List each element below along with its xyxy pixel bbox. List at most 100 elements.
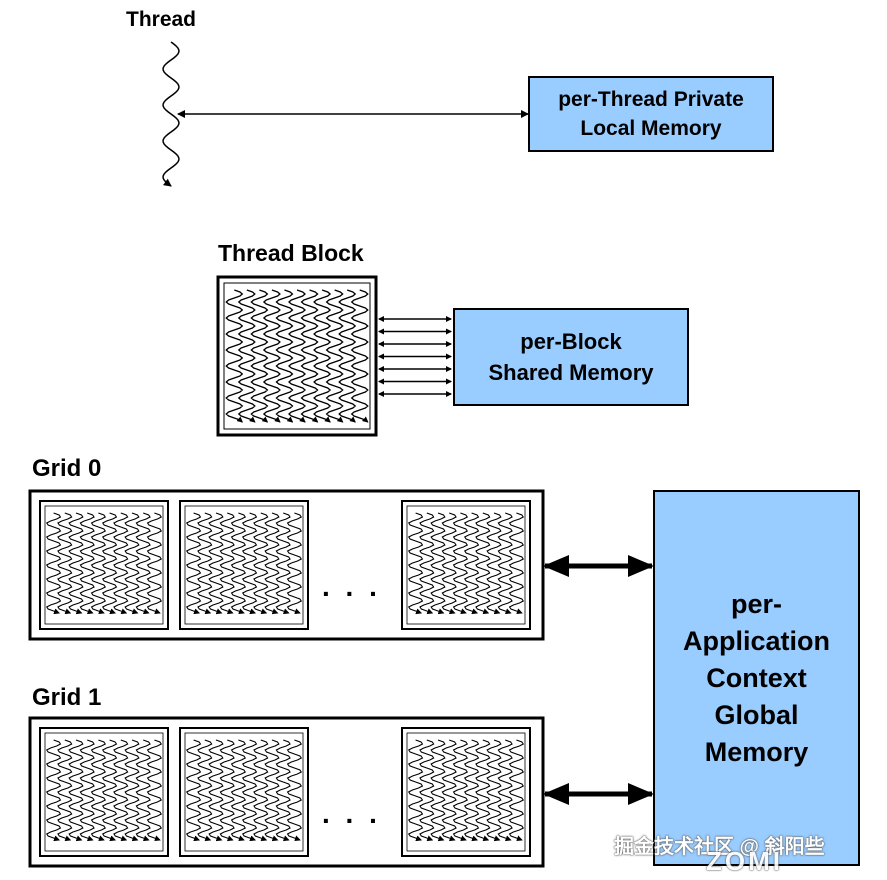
grid-block-frame	[39, 727, 169, 857]
grid-0-ellipsis: . . .	[322, 571, 381, 602]
grid-0-label: Grid 0	[32, 455, 102, 482]
thread-wave	[325, 289, 344, 423]
grid-thread-block	[39, 727, 169, 857]
thread-wave	[208, 739, 224, 842]
thread-wave	[508, 512, 525, 615]
thread-wave	[253, 739, 269, 842]
grid-block-frame	[401, 727, 531, 857]
thread-block	[216, 275, 452, 437]
grid-block-frame	[179, 727, 309, 857]
thread-wave	[264, 512, 280, 615]
thread-wave	[287, 289, 307, 423]
grid-block-frame	[39, 500, 169, 630]
thread-wave	[262, 289, 281, 423]
grid-thread-block	[401, 500, 531, 630]
thread-wave	[313, 289, 332, 423]
thread-wave	[68, 512, 84, 615]
thread-wave	[101, 739, 118, 842]
thread-wave	[508, 739, 525, 842]
thread-wave	[230, 512, 247, 615]
thread-wave	[241, 512, 258, 615]
thread-wave	[90, 739, 107, 842]
thread-wave	[286, 739, 303, 842]
shared-memory-label: per-Block Shared Memory	[488, 329, 654, 385]
thread-wave	[350, 289, 369, 423]
grid-block-inner	[406, 505, 526, 625]
thread-wave	[452, 512, 469, 615]
global-memory-label: per- Application Context Global Memory	[683, 588, 830, 767]
thread-wave	[197, 739, 213, 842]
thread-wave	[497, 512, 513, 615]
grid-0-blocks	[39, 500, 531, 630]
grid-block-inner	[406, 732, 526, 852]
thread-wave	[475, 739, 491, 842]
grid-1-ellipsis: . . .	[322, 798, 381, 829]
shared-memory-box: per-Block Shared Memory	[453, 308, 689, 406]
thread-wave	[275, 739, 291, 842]
grid-0	[28, 489, 654, 641]
thread-wave	[185, 739, 202, 842]
thread-wave	[241, 739, 258, 842]
thread-wave	[79, 739, 95, 842]
thread-wave	[230, 739, 247, 842]
thread-wave	[275, 289, 294, 423]
thread-wave	[441, 512, 457, 615]
thread-block-threads	[225, 289, 369, 423]
thread-wave	[146, 512, 163, 615]
block-shared-memory-arrows	[378, 316, 452, 397]
thread-wave	[124, 512, 140, 615]
watermark-logo: ZOMI	[706, 846, 783, 876]
thread-wave	[275, 512, 291, 615]
thread-wave	[463, 739, 480, 842]
thread-wave	[286, 512, 303, 615]
thread-wave	[441, 739, 457, 842]
thread-wave	[219, 512, 235, 615]
grid-thread-block	[179, 727, 309, 857]
thread-wave	[237, 289, 256, 423]
thread-wave	[57, 739, 73, 842]
thread-wave	[419, 512, 435, 615]
thread-wave	[253, 512, 269, 615]
grid-block-frame	[179, 500, 309, 630]
thread-block-inner	[223, 282, 371, 430]
thread-wave	[45, 512, 62, 615]
thread-wave	[430, 512, 446, 615]
thread-wave	[497, 739, 513, 842]
grid-thread-block	[401, 727, 531, 857]
thread-wave	[463, 512, 480, 615]
thread-label: Thread	[126, 8, 197, 31]
grid-block-inner	[44, 505, 164, 625]
thread-wave	[430, 739, 446, 842]
grid-block-inner	[44, 732, 164, 852]
thread-wave	[197, 512, 213, 615]
watermark-text: 掘金技术社区 @ 斜阳些	[614, 836, 825, 858]
grid-thread-block	[39, 500, 169, 630]
thread	[162, 41, 529, 187]
thread-wave	[338, 289, 357, 423]
grid-block-inner	[184, 732, 304, 852]
thread-wave	[419, 739, 435, 842]
thread-wave	[185, 512, 202, 615]
thread-wave	[452, 739, 469, 842]
thread-wave	[113, 512, 129, 615]
thread-wave	[57, 512, 73, 615]
grid-1-label: Grid 1	[32, 684, 102, 711]
grid-block-inner	[184, 505, 304, 625]
thread-wave	[219, 739, 235, 842]
thread-wave	[68, 739, 84, 842]
grid-1-blocks	[39, 727, 531, 857]
thread-wave	[250, 289, 269, 423]
thread-wave	[146, 739, 163, 842]
thread-wave	[45, 739, 62, 842]
global-memory-box: per- Application Context Global Memory	[653, 490, 860, 866]
thread-wave	[475, 512, 491, 615]
thread-wave	[79, 512, 95, 615]
thread-wave	[486, 512, 502, 615]
thread-wave	[90, 512, 107, 615]
grid-thread-block	[179, 500, 309, 630]
thread-wave	[300, 289, 319, 423]
thread-wave	[225, 289, 244, 423]
thread-wave	[208, 512, 224, 615]
thread-wave	[486, 739, 502, 842]
